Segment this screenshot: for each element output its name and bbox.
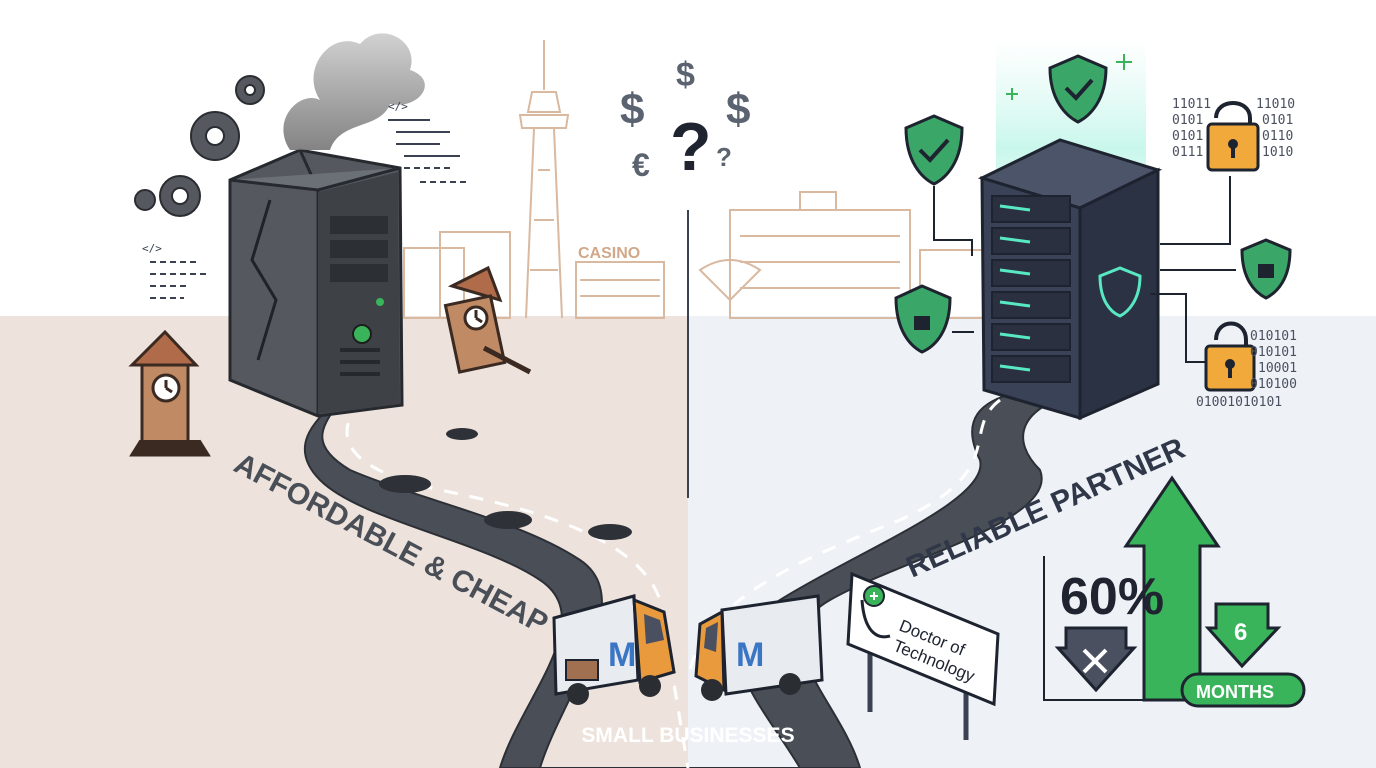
stat-months-label: MONTHS [1196, 682, 1274, 702]
padlock-icon-top [1206, 101, 1260, 172]
svg-text:0101: 0101 [1262, 113, 1293, 128]
sparkle-icon [1006, 54, 1132, 100]
dollar-icon-right: $ [726, 85, 750, 134]
road-label: SMALL BUSINESSES [581, 724, 794, 747]
question-icon: ? [670, 109, 712, 185]
broken-server-icon [228, 148, 404, 418]
gear-icon [134, 75, 265, 217]
question-icon-small: ? [716, 142, 732, 172]
svg-text:0101: 0101 [1172, 129, 1203, 144]
shield-check-icon-left [904, 114, 964, 186]
smoke-cloud [283, 33, 425, 150]
truck-logo-left: M [608, 636, 636, 674]
billboard [846, 571, 1000, 740]
svg-text:010101: 010101 [1250, 329, 1297, 344]
binary-block-top-left: 11011 0101 0101 0111 [1172, 97, 1211, 160]
code-tag-side: </> [142, 242, 162, 255]
svg-text:010101: 010101 [1250, 345, 1297, 360]
casino-sign: CASINO [578, 245, 640, 262]
stethoscope-icon [860, 585, 891, 639]
code-tag-top: </> [388, 100, 408, 113]
secure-server-icon [977, 138, 1163, 421]
stat-percentage: 60% [1060, 568, 1164, 626]
truck-icon-right [694, 594, 824, 701]
svg-text:0111: 0111 [1172, 145, 1203, 160]
svg-text:1010: 1010 [1262, 145, 1293, 160]
truck-icon-left [552, 594, 676, 705]
clock-tower-icon [128, 329, 211, 457]
right-skyline [698, 191, 1011, 319]
svg-text:11011: 11011 [1172, 97, 1211, 112]
svg-text:010100: 010100 [1250, 377, 1297, 392]
shield-check-icon-top [1048, 54, 1108, 124]
truck-logo-right: M [736, 636, 764, 674]
clock-tower-broken-icon [443, 265, 532, 375]
stat-months-value: 6 [1234, 619, 1247, 646]
shield-lock-icon-left [894, 284, 952, 354]
binary-block-top-right: 11010 0101 0110 1010 [1256, 97, 1295, 160]
padlock-icon-bottom [1204, 321, 1256, 392]
growth-chart-icon [1043, 475, 1306, 708]
svg-text:0101: 0101 [1172, 113, 1203, 128]
shield-lock-icon-right [1240, 238, 1292, 300]
dollar-icon-top: $ [676, 56, 695, 94]
code-lines [150, 119, 466, 299]
svg-text:01001010101: 01001010101 [1196, 395, 1282, 410]
svg-text:11010: 11010 [1256, 97, 1295, 112]
euro-icon: € [632, 147, 650, 183]
svg-text:10001: 10001 [1258, 361, 1297, 376]
svg-text:0110: 0110 [1262, 129, 1293, 144]
dollar-icon-left: $ [620, 85, 644, 134]
binary-block-bottom: 010101 010101 10001 010100 01001010101 [1196, 329, 1297, 410]
connection-lines [933, 176, 1236, 363]
